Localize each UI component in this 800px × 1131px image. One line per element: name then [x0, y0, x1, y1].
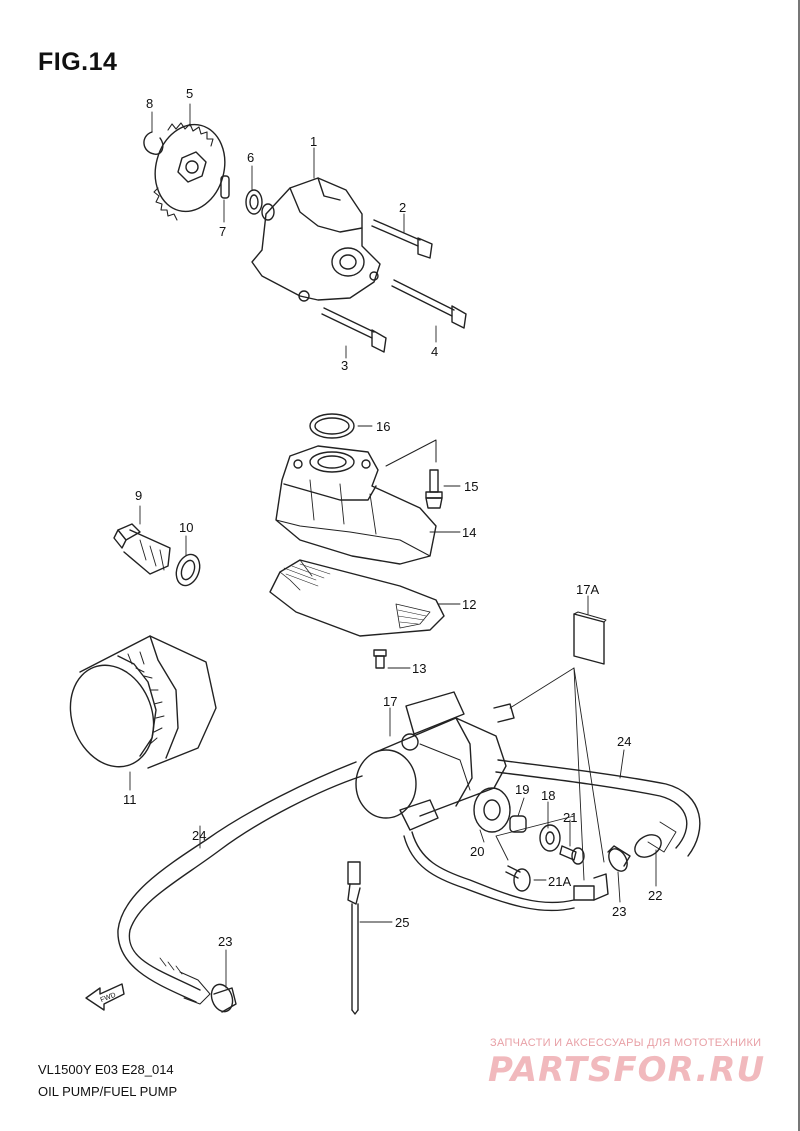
figure-title: FIG.14	[38, 48, 118, 76]
callout-labels: 8 5 6 7 1 2 4 3 16 15 14 12 13 9 10 11 1…	[100, 86, 663, 1004]
callout-17: 17	[383, 694, 397, 709]
callout-6: 6	[247, 150, 254, 165]
callout-5: 5	[186, 86, 193, 101]
part-fuel-hose-24-upper	[495, 759, 701, 858]
callout-3: 3	[341, 358, 348, 373]
callout-23-right: 23	[612, 904, 626, 919]
part-bolt-3	[321, 307, 387, 353]
part-cable-tie-25	[347, 861, 361, 1015]
callout-24-lower: 24	[192, 828, 206, 843]
callout-9: 9	[135, 488, 142, 503]
part-pump-gear-5	[153, 122, 226, 221]
part-cushion-20	[473, 787, 511, 833]
part-hose-clamp-23-left	[210, 983, 237, 1013]
part-bolt-2	[371, 219, 433, 259]
callout-2: 2	[399, 200, 406, 215]
part-hose-clamp-23-right	[607, 845, 631, 872]
part-fuel-hose-24-lower	[117, 761, 363, 1005]
callout-15: 15	[464, 479, 478, 494]
callout-4: 4	[431, 344, 438, 359]
callout-14: 14	[462, 525, 476, 540]
part-oil-filter-11	[69, 635, 217, 769]
callout-24-upper: 24	[617, 734, 631, 749]
right-border	[798, 0, 800, 1131]
callout-11: 11	[123, 792, 137, 807]
callout-20: 20	[470, 844, 484, 859]
callout-1: 1	[310, 134, 317, 149]
callout-13: 13	[412, 661, 426, 676]
part-o-ring-16	[309, 413, 355, 439]
part-washer-6	[245, 189, 263, 215]
part-bolt-13	[373, 649, 387, 669]
part-strainer-cover-14	[275, 445, 437, 565]
part-pin-7	[220, 175, 230, 199]
part-collar-19	[509, 815, 527, 833]
callout-21: 21	[563, 810, 577, 825]
callout-17a: 17A	[576, 582, 599, 597]
callout-23-left: 23	[218, 934, 232, 949]
callout-12: 12	[462, 597, 476, 612]
callout-21a: 21A	[548, 874, 571, 889]
part-oil-pump-body-1	[251, 177, 381, 302]
callout-7: 7	[219, 224, 226, 239]
figure-caption: OIL PUMP/FUEL PUMP	[38, 1084, 178, 1099]
part-cushion-17a	[573, 611, 607, 665]
part-relief-valve-9	[113, 523, 171, 575]
model-code: VL1500Y E03 E28_014	[38, 1062, 174, 1077]
part-strainer-12	[269, 559, 445, 637]
fwd-direction-arrow	[85, 983, 125, 1011]
callout-19: 19	[515, 782, 529, 797]
part-washer-10	[175, 553, 201, 587]
part-bolt-4	[391, 279, 467, 329]
watermark-logo: PARTSFOR.RU	[488, 1050, 766, 1090]
leader-lines	[129, 103, 657, 989]
part-fuel-pump-17	[355, 691, 515, 831]
part-washer-18	[539, 824, 561, 852]
callout-25: 25	[395, 915, 409, 930]
callout-8: 8	[146, 96, 153, 111]
callout-22: 22	[648, 888, 662, 903]
callout-18: 18	[541, 788, 555, 803]
part-bolt-21	[559, 845, 585, 865]
part-bolt-21a	[505, 865, 531, 892]
watermark-tagline: ЗАПЧАСТИ И АКСЕССУАРЫ ДЛЯ МОТОТЕХНИКИ	[490, 1037, 762, 1049]
callout-10: 10	[179, 520, 193, 535]
part-bolt-15	[425, 469, 443, 509]
callout-16: 16	[376, 419, 390, 434]
part-wire-harness	[403, 831, 609, 912]
